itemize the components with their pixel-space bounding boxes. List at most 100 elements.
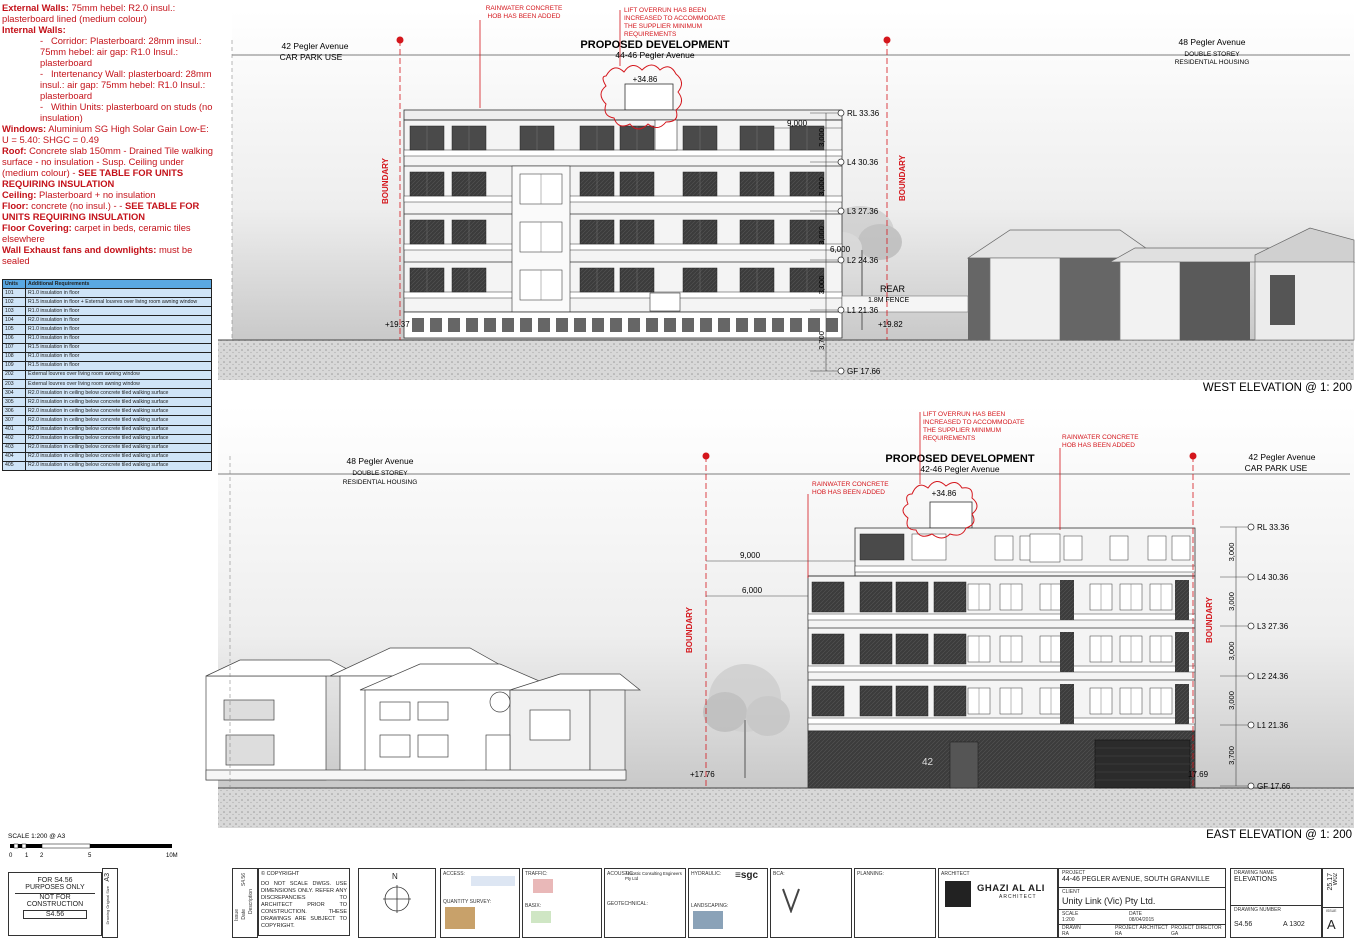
stamp-line4: CONSTRUCTION bbox=[26, 901, 84, 908]
east-setback-6000: 6,000 bbox=[742, 586, 763, 595]
west-right-use1: DOUBLE STOREY bbox=[1184, 51, 1240, 58]
window bbox=[933, 685, 967, 717]
north-box: N bbox=[358, 868, 436, 938]
level-marker-icon bbox=[1247, 573, 1255, 581]
window bbox=[994, 535, 1014, 561]
acoustic-firm: Acoustic Consulting Engineers Pty Ltd bbox=[625, 871, 682, 881]
issue-label: ISSUE bbox=[1326, 909, 1337, 913]
east-entry-door bbox=[949, 741, 979, 789]
base-screen-panel bbox=[754, 318, 766, 332]
geotechnical-label: GEOTECHNICAL: bbox=[607, 901, 648, 907]
level-label: GF 17.66 bbox=[847, 367, 881, 376]
screen-panel bbox=[1060, 632, 1074, 672]
stamp-line2: PURPOSES ONLY bbox=[25, 884, 85, 891]
window bbox=[895, 633, 929, 665]
requirement-cell: R2.0 insulation in ceiling below concret… bbox=[25, 415, 212, 426]
screen-panel bbox=[1175, 684, 1189, 724]
client-name: Unity Link (Vic) Pty Ltd. bbox=[1062, 896, 1156, 906]
note-external-walls: External Walls: 75mm hebel: R2.0 insul.:… bbox=[2, 2, 176, 24]
acoustic-label: ACOUSTIC: bbox=[607, 871, 635, 877]
window bbox=[1147, 535, 1167, 561]
rev-description-label: Description bbox=[248, 889, 254, 915]
west-spot-right: +19.82 bbox=[878, 320, 903, 329]
requirement-cell: R1.0 insulation in floor bbox=[25, 324, 212, 335]
west-elevation-title: WEST ELEVATION @ 1: 200 bbox=[1203, 382, 1352, 394]
west-neighbour-houses bbox=[966, 227, 1356, 341]
base-screen-panel bbox=[574, 318, 586, 332]
architect-name: GHAZI AL ALI bbox=[977, 883, 1045, 894]
scale-tick-0: 0 bbox=[9, 853, 13, 859]
east-boundary-label-left: BOUNDARY bbox=[685, 606, 694, 653]
requirement-cell: R1.5 insulation in floor bbox=[25, 360, 212, 371]
scale-bar: SCALE 1:200 @ A3 0 1 2 5 10M bbox=[8, 833, 178, 859]
scale-tick-5: 5 bbox=[88, 853, 92, 859]
window bbox=[895, 581, 929, 613]
requirement-cell: R2.0 insulation in ceiling below concret… bbox=[25, 433, 212, 444]
consultant-planning-box: PLANNING: bbox=[854, 868, 936, 938]
stamp-line1: FOR S4.56 bbox=[37, 877, 73, 884]
east-note-lift-2: INCREASED TO ACCOMMODATE bbox=[923, 419, 1025, 426]
date-label: DATE bbox=[1129, 911, 1142, 917]
stamp-line3: NOT FOR bbox=[15, 893, 95, 901]
project-director-value: GA bbox=[1171, 931, 1179, 937]
note-ceiling: Ceiling: Plasterboard + no insulation bbox=[2, 189, 156, 200]
balcony-slab bbox=[403, 195, 843, 203]
screen-panel bbox=[1175, 632, 1189, 672]
balcony-slab bbox=[403, 291, 843, 299]
base-screen-panel bbox=[538, 318, 550, 332]
requirement-cell: External louvres over living room awning… bbox=[25, 379, 212, 390]
note-windows: Windows: Aluminium SG High Solar Gain Lo… bbox=[2, 123, 209, 145]
consultant-acoustic-box: ACOUSTIC: Acoustic Consulting Engineers … bbox=[604, 868, 686, 938]
screen-panel bbox=[1060, 684, 1074, 724]
west-rear-label: REAR bbox=[880, 284, 906, 294]
level-marker-icon bbox=[837, 306, 845, 314]
stamp-box: FOR S4.56 PURPOSES ONLY NOT FOR CONSTRUC… bbox=[8, 872, 102, 936]
planning-label: PLANNING: bbox=[857, 871, 884, 877]
rev-entry: S4.56 bbox=[241, 873, 247, 887]
level-marker-icon bbox=[837, 109, 845, 117]
specification-notes: External Walls: 75mm hebel: R2.0 insul.:… bbox=[2, 2, 217, 266]
base-screen-panel bbox=[664, 318, 676, 332]
drawn-value: RA bbox=[1062, 931, 1069, 937]
drawing-name-label: DRAWING NAME bbox=[1234, 870, 1274, 876]
table-header-requirements: Additional Requirements bbox=[25, 278, 212, 290]
level-label: L1 21.36 bbox=[847, 306, 879, 315]
base-screen-panel bbox=[700, 318, 712, 332]
original-size-label: Drawing Original Size bbox=[105, 885, 110, 925]
scale-tick-10: 10M bbox=[166, 853, 178, 859]
note-floor: Floor: concrete (no insul.) - - SEE TABL… bbox=[2, 200, 200, 222]
consultant-hydraulic-box: HYDRAULIC: ≡sgc LANDSCAPING: bbox=[688, 868, 768, 938]
note-exhaust: Wall Exhaust fans and downlights: must b… bbox=[2, 244, 193, 266]
requirement-cell: R1.5 insulation in floor bbox=[25, 342, 212, 353]
base-screen-panel bbox=[808, 318, 820, 332]
east-boundary-label-right: BOUNDARY bbox=[1205, 596, 1214, 643]
north-label: N bbox=[392, 872, 398, 881]
client-label: CLIENT bbox=[1062, 889, 1080, 895]
base-screen-panel bbox=[484, 318, 496, 332]
west-base-screens bbox=[412, 318, 838, 332]
balcony-slab bbox=[807, 717, 1196, 725]
drawing-number: A 1302 bbox=[1283, 921, 1305, 928]
east-setback-9000: 9,000 bbox=[740, 551, 761, 560]
window bbox=[1171, 535, 1191, 561]
west-right-street: 48 Pegler Avenue bbox=[1179, 37, 1246, 47]
basix-logo bbox=[531, 911, 551, 923]
west-boundary-label-right: BOUNDARY bbox=[898, 154, 907, 201]
level-label: L1 21.36 bbox=[1257, 721, 1289, 730]
level-marker-icon bbox=[837, 367, 845, 375]
east-note-hob2-1: RAINWATER CONCRETE bbox=[1062, 434, 1139, 441]
balcony-slab bbox=[807, 665, 1196, 673]
east-left-use1: DOUBLE STOREY bbox=[352, 470, 408, 477]
window bbox=[933, 633, 967, 665]
survey-logo bbox=[445, 907, 475, 929]
base-screen-panel bbox=[412, 318, 424, 332]
